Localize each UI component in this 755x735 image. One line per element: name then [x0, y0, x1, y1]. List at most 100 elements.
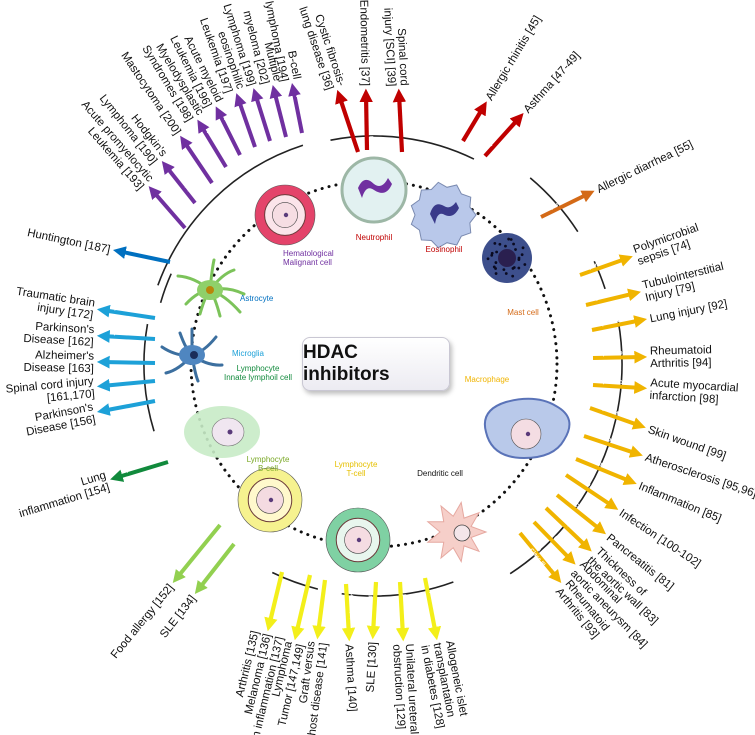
- arc-neutrophil: [330, 135, 475, 160]
- eosinophil-cell: [410, 181, 477, 249]
- inhibitor-label: pan-HDACi: [603, 351, 633, 358]
- center-title: HDAC inhibitors: [302, 337, 450, 391]
- disease-label: TubulointerstitialInjury [79]: [641, 261, 728, 304]
- microglia-cell: [160, 327, 224, 383]
- inhibitor-label: HDAC3: [602, 436, 622, 448]
- inhibitor-label: HDAC1: [135, 248, 155, 258]
- disease-label: Lunginflammation [154]: [14, 469, 111, 520]
- arrow-cf: HDAC6 Cystic fibrosis-lung disease [36]: [296, 1, 360, 153]
- arrow-ami: pan-HDACi Acute myocardialinfarction [98]: [592, 377, 739, 407]
- macrophage-cell: [484, 397, 571, 460]
- disease-label: Allergic diarrhea [55]: [595, 139, 695, 196]
- arrow-sle130: Class I and II SLE [130]: [365, 581, 381, 693]
- astrocyte-cell: [176, 258, 246, 318]
- disease-label: Parkinson'sDisease [162]: [23, 320, 95, 349]
- disease-label: Traumatic braininjury [172]: [14, 286, 96, 322]
- disease-label: Inflammation [85]: [637, 480, 723, 525]
- disease-label: Cystic fibrosis-lung disease [36]: [296, 1, 347, 91]
- inhibitor-label: Class I: [401, 114, 408, 133]
- disease-label: Polymicrobialsepsis [74]: [632, 222, 705, 268]
- disease-label: SLE [130]: [365, 642, 380, 693]
- arrow-tbi: pan-HDACi Traumatic braininjury [172]: [14, 286, 156, 322]
- cell-label-astrocyte: Astrocyte: [240, 294, 274, 303]
- arrow-lung92: pan-HDACi Lung injury [92]: [591, 298, 728, 332]
- inhibitor-label: pan-HDACi: [488, 121, 512, 147]
- cell-label-microglia: Microglia: [232, 349, 265, 358]
- tcell-cell: [325, 507, 391, 573]
- heme-cell: [254, 184, 316, 246]
- inhibitor-label: HDAC1,2,3: [172, 169, 194, 195]
- disease-label: RheumatoidArthritis [94]: [650, 344, 713, 370]
- cell-label-mast: Mast cell: [507, 308, 539, 317]
- inhibitor-label: HDAC1-3: [278, 100, 290, 125]
- inhibitor-label: pan-HDACi: [601, 316, 632, 328]
- inhibitor-label: Pan-HDACi: [113, 375, 144, 384]
- inhibitor-label: HDAC1: [260, 106, 271, 126]
- arrow-endo: Class I and II Endometritis [37]: [357, 0, 374, 151]
- cell-label-eosinophil: Eosinophil: [426, 245, 463, 254]
- disease-label: Asthma [47-49]: [522, 50, 583, 116]
- disease-label: Alzheimer'sDisease [163]: [23, 349, 94, 375]
- bcell-cell: [237, 467, 303, 533]
- inhibitor-label: HDAC2: [118, 398, 138, 407]
- ilc-cell: [184, 406, 260, 458]
- arc-mast: [593, 260, 606, 290]
- arrow-asth1: pan-HDACi Asthma [47-49]: [483, 50, 583, 158]
- arrow-ra94: pan-HDACi RheumatoidArthritis [94]: [592, 344, 713, 370]
- inhibitor-label: pan-HDACi: [114, 330, 144, 338]
- inhibitor-label: pan-HDACi: [114, 305, 145, 315]
- inhibitor-label: pan-HDACi: [295, 95, 307, 126]
- arc-astro: [159, 273, 172, 304]
- cell-label-macrophage: Macrophage: [465, 375, 510, 384]
- arc-aorta: [509, 524, 567, 575]
- inhibitor-label: HDAC11: [294, 593, 305, 616]
- disease-label: Acute myocardialinfarction [98]: [649, 377, 739, 407]
- inhibitor-label: HDAC6: [346, 112, 358, 132]
- cell-label-dendritic: Dendritic cell: [417, 469, 463, 478]
- arrow-hunt: HDAC1 Huntington [187]: [26, 227, 171, 264]
- inhibitor-label: HDAC7, 9, 11: [347, 592, 355, 627]
- disease-label: Allogeneic islettransplantationin diabet…: [418, 640, 471, 730]
- center-title-text: HDAC inhibitors: [303, 342, 390, 385]
- mast-cell: [482, 233, 532, 283]
- inhibitor-label: Class I and II: [367, 105, 374, 140]
- cell-label-neutrophil: Neutrophil: [356, 233, 393, 242]
- disease-label: Unilateral ureteralobstruction [129]: [390, 643, 420, 735]
- inhibitor-label: HDAC6: [267, 588, 277, 608]
- arc-microglia: [143, 323, 155, 432]
- inhibitor-label: HDAC11: [314, 595, 323, 618]
- disease-label: Endometritis [37]: [357, 0, 371, 86]
- arc-eosinophil: [529, 177, 579, 233]
- arc-tcell: [341, 581, 454, 597]
- arrow-park162: pan-HDACi Parkinson'sDisease [162]: [23, 320, 156, 349]
- disease-label: Asthma [140]: [342, 644, 358, 712]
- inhibitor-label: Class I and II: [188, 144, 212, 176]
- disease-label: Huntington [187]: [26, 227, 111, 256]
- inhibitor-label: pan-HDACi: [428, 591, 440, 622]
- disease-label: Lung injury [92]: [649, 298, 728, 325]
- inhibitor-label: Class I and II: [367, 590, 375, 625]
- arrow-asth140: HDAC7, 9, 11 Asthma [140]: [341, 583, 358, 712]
- inhibitor-label: pan-HDACi: [603, 379, 633, 387]
- arc-bcell: [271, 571, 319, 590]
- disease-label: Allergic rhinitis [45]: [484, 14, 544, 103]
- inhibitor-label: pan-HDACi: [401, 594, 409, 624]
- neutrophil-cell: [340, 156, 408, 224]
